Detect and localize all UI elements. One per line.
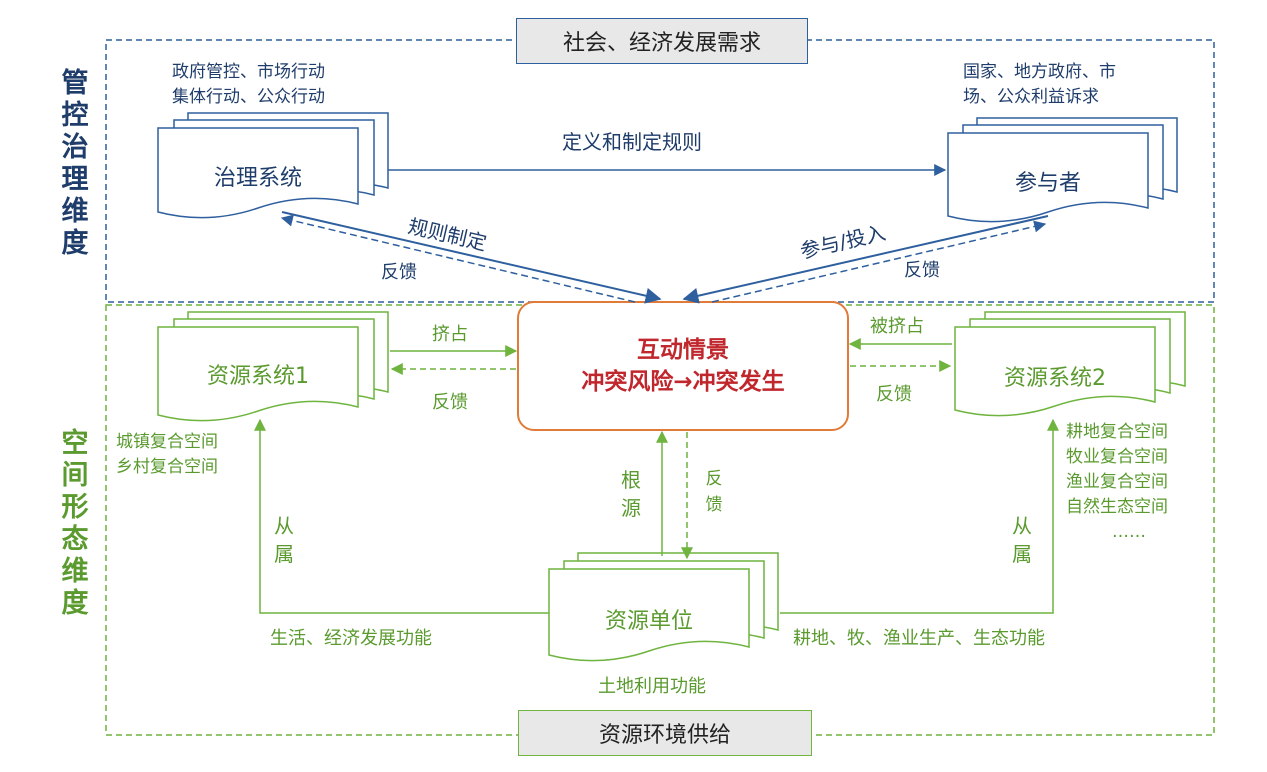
rs2-space-3: 渔业复合空间 bbox=[1066, 472, 1168, 492]
squeezed-label: 被挤占 bbox=[870, 316, 924, 337]
spatial-dimension-title: 空间形态维度 bbox=[61, 428, 89, 619]
rs2-space-1: 耕地复合空间 bbox=[1066, 422, 1168, 442]
subordinate-left-arrow bbox=[254, 418, 549, 614]
resource-system-2-label: 资源系统2 bbox=[1004, 366, 1106, 391]
bottom-header-box: 资源环境供给 bbox=[518, 710, 812, 756]
participate-invest-arrow bbox=[682, 215, 1049, 304]
land-use-function-label: 土地利用功能 bbox=[598, 676, 706, 697]
agri-eco-function-label: 耕地、牧、渔业生产、生态功能 bbox=[793, 628, 1045, 649]
rs1-spaces-note: 城镇复合空间 乡村复合空间 bbox=[116, 430, 218, 480]
root-source-label: 根源 bbox=[621, 468, 641, 520]
interaction-text: 互动情景 冲突风险→冲突发生 bbox=[518, 334, 848, 398]
participant-interests-line-2: 场、公众利益诉求 bbox=[963, 87, 1099, 107]
rs1-space-2: 乡村复合空间 bbox=[116, 457, 218, 477]
governance-system-label: 治理系统 bbox=[213, 166, 302, 191]
gov-actions-note: 政府管控、市场行动 集体行动、公众行动 bbox=[172, 60, 325, 110]
feedback-governance-label: 反馈 bbox=[381, 262, 417, 283]
governance-system-shape bbox=[157, 112, 389, 219]
subordinate-right-arrow bbox=[780, 418, 1059, 614]
feedback-to-governance-arrow bbox=[280, 214, 636, 303]
feedback-rs2-label: 反馈 bbox=[876, 384, 912, 405]
life-econ-function-label: 生活、经济发展功能 bbox=[270, 628, 432, 649]
define-rules-label: 定义和制定规则 bbox=[562, 130, 702, 154]
gov-actions-line-2: 集体行动、公众行动 bbox=[172, 87, 325, 107]
resource-system-1-shape bbox=[157, 311, 389, 422]
participants-label: 参与者 bbox=[1014, 171, 1081, 196]
top-header-box: 社会、经济发展需求 bbox=[516, 18, 808, 64]
resource-unit-shape bbox=[548, 552, 779, 662]
rs2-space-more: …… bbox=[1112, 522, 1146, 542]
resource-system-2-shape bbox=[954, 311, 1186, 417]
feedback-participants-label: 反馈 bbox=[904, 260, 940, 281]
feedback-unit-label: 反馈 bbox=[705, 469, 723, 515]
subordinate-right-label: 从属 bbox=[1012, 514, 1032, 566]
participant-interests-note: 国家、地方政府、市 场、公众利益诉求 bbox=[963, 60, 1116, 110]
gov-actions-line-1: 政府管控、市场行动 bbox=[172, 62, 325, 82]
rule-making-arrow bbox=[281, 211, 662, 304]
resource-unit-label: 资源单位 bbox=[604, 609, 693, 634]
governance-dimension-title: 管控治理维度 bbox=[61, 68, 89, 259]
squeeze-label: 挤占 bbox=[432, 324, 468, 345]
rs2-space-2: 牧业复合空间 bbox=[1066, 447, 1168, 467]
bottom-header-text: 资源环境供给 bbox=[598, 723, 731, 748]
rs2-space-4: 自然生态空间 bbox=[1066, 497, 1168, 517]
top-header-text: 社会、经济发展需求 bbox=[562, 31, 761, 56]
feedback-to-participants-arrow bbox=[711, 220, 1047, 303]
subordinate-left-label: 从属 bbox=[274, 514, 294, 566]
feedback-rs1-label: 反馈 bbox=[432, 392, 468, 413]
participants-shape bbox=[947, 117, 1178, 223]
interaction-title: 互动情景 bbox=[637, 337, 729, 363]
resource-system-1-label: 资源系统1 bbox=[207, 364, 309, 389]
rs1-space-1: 城镇复合空间 bbox=[116, 432, 218, 452]
interaction-subtitle: 冲突风险→冲突发生 bbox=[581, 369, 785, 395]
participant-interests-line-1: 国家、地方政府、市 bbox=[963, 62, 1116, 82]
rs2-spaces-note: 耕地复合空间 牧业复合空间 渔业复合空间 自然生态空间 …… bbox=[1066, 420, 1168, 545]
